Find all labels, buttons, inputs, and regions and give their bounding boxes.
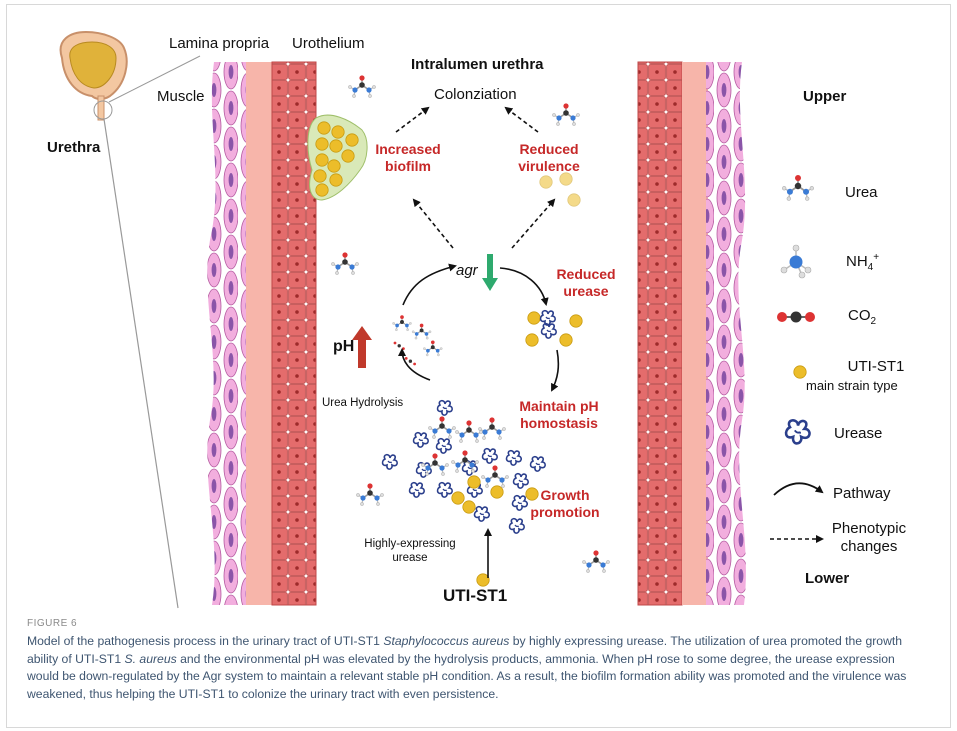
biofilm-cluster — [307, 114, 368, 201]
lamina-propria-right — [682, 62, 708, 605]
cluster-bacteria — [451, 475, 539, 587]
urease-icon — [784, 419, 811, 445]
lamina-propria-left — [246, 62, 272, 605]
right-urethra-wall — [637, 61, 746, 606]
legend-co2-label: CO2 — [848, 307, 877, 327]
figure-frame — [6, 4, 951, 728]
urease-to-ph-arrow — [551, 349, 560, 392]
upper-label: Upper — [803, 88, 847, 105]
pathway-arrows — [398, 263, 560, 578]
reduced-urease-group — [525, 309, 583, 347]
legend-urease-label: Urease — [834, 425, 883, 442]
ph-label: pH — [333, 338, 355, 355]
muscle-label: Muscle — [157, 88, 205, 105]
urethra-label: Urethra — [47, 139, 101, 156]
pathway-legend-arrow — [773, 482, 824, 496]
colonization-label: Colonziation — [434, 86, 517, 103]
urea-hydrolysis-label: Urea Hydrolysis — [322, 397, 404, 409]
bacterium-icon — [793, 365, 807, 379]
agr-down-arrow — [482, 254, 498, 291]
muscle-layer-right — [706, 62, 746, 605]
phenotypic-arrows — [395, 106, 556, 249]
co2-icon — [777, 311, 815, 323]
bladder-icon — [59, 30, 201, 609]
urea-molecule-icon — [781, 174, 815, 202]
urothelium-label: Urothelium — [292, 35, 365, 52]
lower-label: Lower — [805, 570, 850, 587]
legend-urea-label: Urea — [845, 184, 878, 201]
urothelium-right — [637, 61, 683, 606]
legend-pathway-label: Pathway — [833, 485, 891, 502]
lamina-propria-label: Lamina propria — [169, 35, 270, 52]
hydrolysis-arrow — [398, 348, 431, 381]
agr-label: agr — [456, 262, 478, 279]
muscle-layer-left — [207, 62, 248, 605]
left-urethra-wall — [207, 61, 317, 606]
legend-strain-sublabel: main strain type — [806, 378, 898, 393]
figure-label: FIGURE 6 — [27, 618, 78, 629]
legend-icons — [770, 174, 824, 543]
legend-strain-label: UTI-ST1 — [847, 358, 905, 375]
hydrolysis-products — [391, 314, 443, 366]
reduced-virulence-bacteria — [539, 172, 581, 207]
lumen-label: Intralumen urethra — [411, 56, 544, 73]
agr-to-urease-arrow — [499, 267, 549, 306]
legend-nh4-label: NH4+ — [846, 252, 880, 273]
pathogenesis-diagram — [59, 30, 824, 609]
strain-label: UTI-ST1 — [443, 586, 508, 605]
ph-up-arrow — [352, 326, 372, 368]
ph-to-agr-arrow — [402, 263, 457, 306]
figure-caption: Model of the pathogenesis process in the… — [27, 634, 907, 701]
ammonium-icon — [780, 244, 812, 279]
